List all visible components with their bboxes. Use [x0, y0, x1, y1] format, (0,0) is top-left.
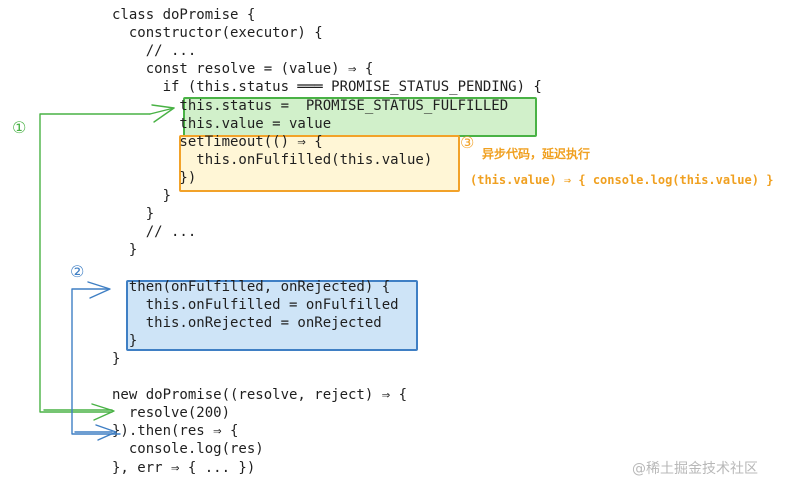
code-line: this.value = value [112, 115, 332, 132]
code-line: this.onFulfilled(this.value) [112, 151, 433, 168]
code-line: class doPromise { [112, 7, 256, 23]
then-method-highlight [126, 280, 418, 351]
step-two-marker: ② [70, 262, 85, 281]
code-line: // ... [112, 224, 197, 241]
code-line: } [112, 332, 138, 349]
code-line: if (this.status ═══ PROMISE_STATUS_PENDI… [112, 79, 542, 96]
async-code-note: 异步代码，延迟执行 [482, 147, 591, 161]
code-line: then(onFulfilled, onRejected) { [112, 278, 391, 295]
code-line: this.onFulfilled = onFulfilled [112, 296, 399, 313]
code-line: }).then(res ⇒ { [112, 423, 239, 440]
code-line: new doPromise((resolve, reject) ⇒ { [112, 387, 408, 404]
step-three-marker: ③ [460, 133, 475, 152]
code-line: } [112, 242, 138, 259]
code-line: this.onRejected = onRejected [112, 314, 382, 331]
watermark: @稀土掘金技术社区 [632, 461, 758, 477]
code-line: console.log(res) [112, 441, 264, 458]
code-line: resolve(200) [112, 405, 231, 422]
code-line: const resolve = (value) ⇒ { [112, 61, 374, 78]
code-line: } [112, 350, 121, 367]
code-line: } [112, 206, 155, 223]
code-line: setTimeout(() ⇒ { [112, 133, 323, 150]
code-line: }, err ⇒ { ... }) [112, 459, 256, 476]
callback-note: (this.value) ⇒ { console.log(this.value)… [470, 173, 774, 187]
code-line: this.status = PROMISE_STATUS_FULFILLED [112, 97, 509, 114]
code-line: constructor(executor) { [112, 25, 323, 42]
arrow-one-green [39, 104, 175, 421]
settimeout-highlight [179, 135, 460, 192]
code-line: }) [112, 169, 197, 186]
step-one-marker: ① [12, 118, 27, 137]
code-line: } [112, 188, 172, 204]
code-line: // ... [112, 43, 197, 60]
arrow-two-blue [71, 281, 121, 441]
